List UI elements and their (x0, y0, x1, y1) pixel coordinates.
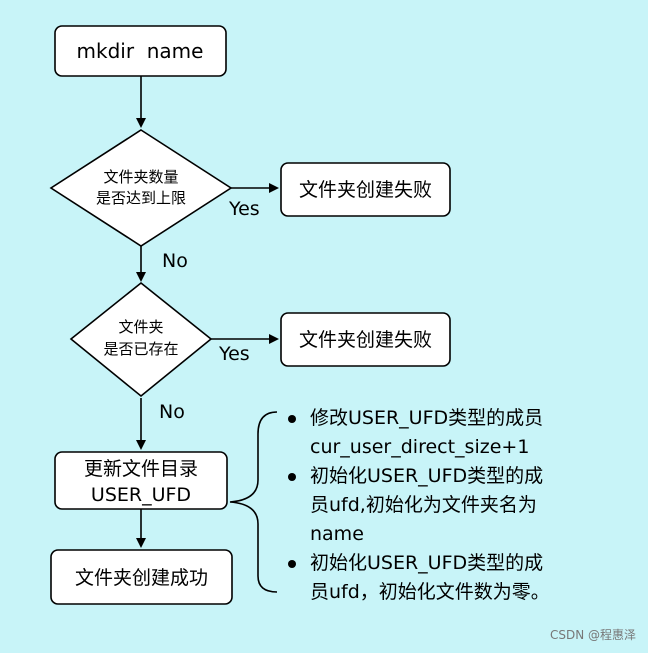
note-item: 修改USER_UFD类型的成员 cur_user_direct_size+1 (286, 404, 616, 462)
note-line: name (310, 523, 364, 545)
start-label: mkdir name (77, 39, 204, 63)
decision1-line2: 是否达到上限 (96, 189, 186, 207)
watermark: CSDN @程惠泽 (549, 628, 636, 642)
fail1-box (280, 162, 451, 217)
decision2-line1: 文件夹 (118, 318, 163, 336)
note-line: 员ufd,初始化为文件夹名为 (310, 494, 537, 516)
decision2-no-label: No (159, 401, 185, 423)
fail2-label: 文件夹创建失败 (299, 329, 432, 351)
start-box (54, 25, 227, 77)
decision1-no-label: No (162, 250, 188, 272)
success-box (50, 549, 233, 605)
note-line: 初始化USER_UFD类型的成 (310, 552, 544, 574)
update-notes-list: 修改USER_UFD类型的成员 cur_user_direct_size+1 初… (286, 404, 616, 607)
success-label: 文件夹创建成功 (75, 567, 208, 589)
fail2-box (280, 312, 451, 367)
decision1-line1: 文件夹数量 (103, 168, 178, 186)
decision2-yes-label: Yes (218, 343, 250, 365)
update-line2: USER_UFD (91, 484, 191, 506)
note-line: 初始化USER_UFD类型的成 (310, 465, 544, 487)
decision2-line2: 是否已存在 (103, 340, 178, 358)
decision1-diamond (49, 129, 233, 247)
decision1-yes-label: Yes (228, 198, 260, 220)
note-line: cur_user_direct_size+1 (310, 436, 530, 458)
note-item: 初始化USER_UFD类型的成 员ufd,初始化为文件夹名为 name (286, 462, 616, 549)
update-line1: 更新文件目录 (84, 458, 198, 480)
note-line: 修改USER_UFD类型的成员 (310, 407, 544, 429)
note-line: 员ufd，初始化文件数为零。 (310, 581, 550, 603)
notes-brace (229, 411, 278, 593)
update-box (54, 451, 228, 510)
fail1-label: 文件夹创建失败 (299, 179, 432, 201)
decision2-diamond (69, 281, 213, 398)
note-item: 初始化USER_UFD类型的成 员ufd，初始化文件数为零。 (286, 549, 616, 607)
